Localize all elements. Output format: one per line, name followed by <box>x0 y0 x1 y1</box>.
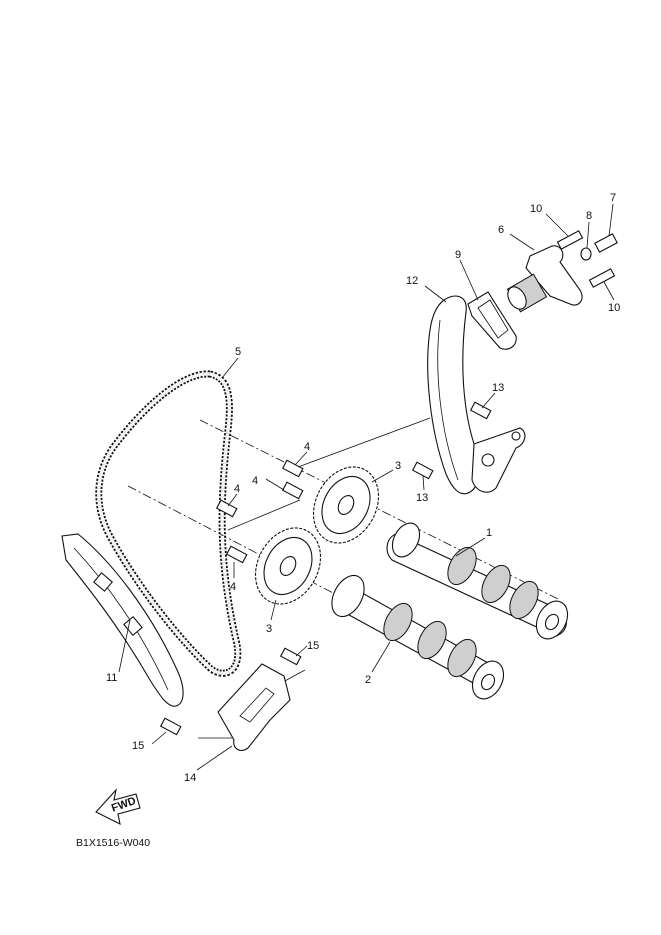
fwd-arrow: FWD <box>95 788 141 825</box>
callout-4: 4 <box>234 483 240 495</box>
callout-14: 14 <box>184 772 196 784</box>
callouts: 1 2 3 3 4 4 4 4 5 6 7 8 9 10 10 11 12 13… <box>106 192 620 784</box>
callout-15: 15 <box>132 740 144 752</box>
callout-8: 8 <box>586 210 592 222</box>
guide-bracket <box>217 663 291 751</box>
callout-3: 3 <box>266 623 272 635</box>
diagram-code: B1X1516-W040 <box>76 837 150 849</box>
callout-11: 11 <box>106 672 117 684</box>
callout-2: 2 <box>365 674 371 686</box>
callout-3: 3 <box>395 460 401 472</box>
callout-9: 9 <box>455 249 461 261</box>
callout-1: 1 <box>486 527 492 539</box>
callout-4: 4 <box>230 581 236 593</box>
tensioner-gasket <box>467 291 517 350</box>
callout-13: 13 <box>416 492 428 504</box>
timing-chain <box>95 370 242 677</box>
leader-lines <box>118 203 615 771</box>
callout-5: 5 <box>235 346 241 358</box>
chain-guide <box>61 533 184 707</box>
tensioner-body <box>506 245 583 313</box>
callout-7: 7 <box>610 192 616 204</box>
callout-12: 12 <box>406 275 418 287</box>
bolts <box>159 230 618 736</box>
camshafts <box>331 522 569 700</box>
callout-13: 13 <box>492 382 504 394</box>
callout-10: 10 <box>530 203 542 215</box>
callout-6: 6 <box>498 224 504 236</box>
callout-4: 4 <box>252 475 258 487</box>
callout-15: 15 <box>307 640 319 652</box>
tensioner-arm <box>427 295 526 495</box>
camshaft-sprockets <box>254 466 380 605</box>
callout-10: 10 <box>608 302 620 314</box>
callout-4: 4 <box>304 441 310 453</box>
